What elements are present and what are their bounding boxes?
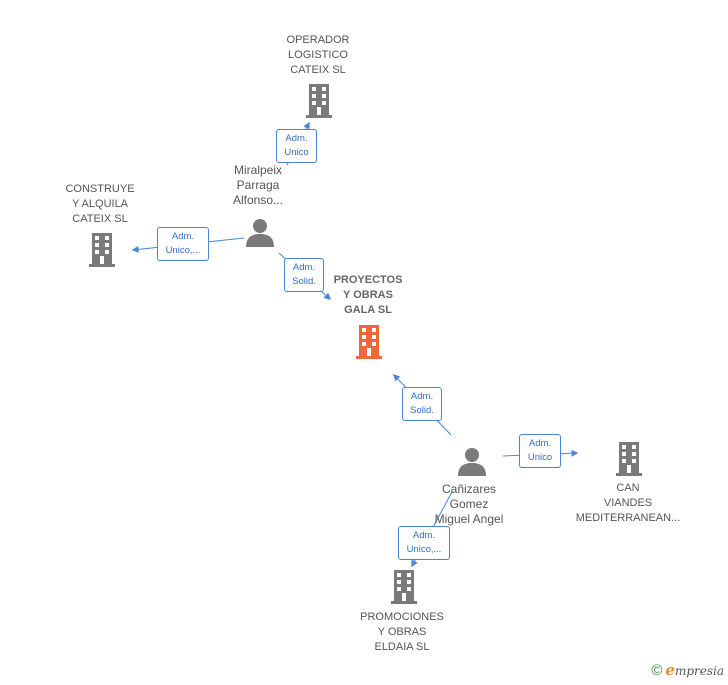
brand-logo-name: mpresia	[674, 664, 724, 678]
person-label-miralpeix[interactable]: Miralpeix Parraga Alfonso...	[232, 163, 284, 207]
company-label-construye[interactable]: CONSTRUYE Y ALQUILA CATEIX SL	[65, 183, 135, 225]
edge-label-canizares-proyectos[interactable]: Adm. Solid.	[402, 387, 442, 421]
edge-label-miralpeix-proyectos[interactable]: Adm. Solid.	[284, 258, 324, 292]
brand-logo-initial: e	[665, 661, 675, 679]
person-icon[interactable]	[457, 447, 487, 477]
edge-label-miralpeix-operador[interactable]: Adm. Unico	[276, 129, 317, 163]
building-icon[interactable]	[87, 233, 117, 267]
building-icon[interactable]	[354, 325, 384, 359]
company-label-operador[interactable]: OPERADOR LOGISTICO CATEIX SL	[286, 34, 350, 76]
building-icon[interactable]	[614, 442, 644, 476]
company-label-can-viandes[interactable]: CAN VIANDES MEDITERRANEAN...	[575, 482, 681, 524]
person-label-canizares[interactable]: Cañizares Gomez Miguel Angel	[434, 482, 504, 526]
company-label-promociones[interactable]: PROMOCIONES Y OBRAS ELDAIA SL	[360, 611, 444, 653]
company-label-proyectos[interactable]: PROYECTOS Y OBRAS GALA SL	[333, 274, 403, 316]
brand-watermark: ©empresia	[651, 661, 724, 679]
edge-label-canizares-can-viandes[interactable]: Adm. Unico	[519, 434, 561, 468]
copyright-icon: ©	[651, 662, 663, 679]
building-icon[interactable]	[304, 84, 334, 118]
person-icon[interactable]	[245, 218, 275, 248]
building-icon[interactable]	[389, 570, 419, 604]
edge-label-miralpeix-construye[interactable]: Adm. Unico,...	[157, 227, 209, 261]
edge-label-canizares-promociones[interactable]: Adm. Unico,...	[398, 526, 450, 560]
